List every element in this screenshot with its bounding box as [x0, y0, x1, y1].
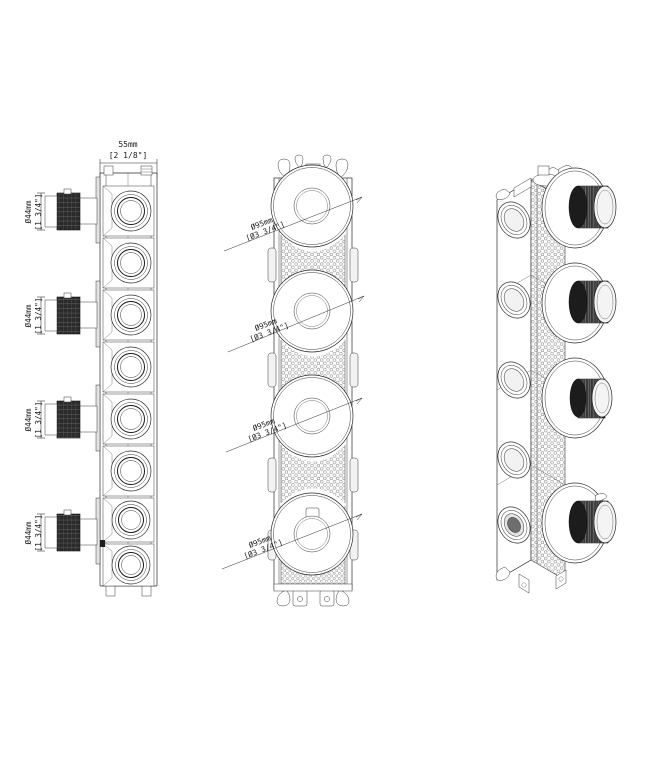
handle-diameter-imperial: [1 3/4"] — [34, 298, 43, 335]
iso-handle — [541, 482, 617, 564]
front-escutcheon-plate — [270, 164, 354, 248]
handle-diameter-imperial: [1 3/4"] — [34, 402, 43, 439]
iso-side-ports — [497, 201, 531, 544]
side-port — [102, 497, 155, 543]
iso-handle — [541, 262, 617, 344]
side-port — [102, 543, 155, 587]
front-escutcheon-plate — [270, 269, 354, 353]
handle-diameter-metric: Ø44mm — [24, 521, 33, 544]
iso-handle — [541, 357, 613, 439]
handle-diameter-metric: Ø44mm — [24, 200, 33, 223]
handle-diameter-dimension: Ø44mm [1 3/4"] — [24, 513, 45, 552]
handle-diameter-dimension: Ø44mm [1 3/4"] — [24, 296, 45, 335]
side-handle: Ø44mm [1 3/4"] — [24, 280, 101, 348]
handle-diameter-dimension: Ø44mm [1 3/4"] — [24, 400, 45, 439]
iso-view-group — [495, 165, 617, 594]
iso-bottom-feet — [495, 566, 567, 594]
side-view-group: 55mm [2 1/8"] — [24, 140, 158, 597]
handle-diameter-metric: Ø44mm — [24, 304, 33, 327]
width-dimension-metric: 55mm — [118, 140, 137, 149]
side-port — [102, 393, 155, 445]
handle-diameter-imperial: [1 3/4"] — [34, 515, 43, 552]
side-view-ports — [102, 185, 155, 587]
front-side-lugs — [267, 247, 359, 561]
side-port — [102, 289, 155, 341]
side-handle: Ø44mm [1 3/4"] — [24, 384, 101, 452]
side-port — [102, 445, 155, 497]
front-escutcheon-plate — [270, 492, 354, 576]
side-port — [102, 185, 155, 237]
handle-diameter-metric: Ø44mm — [24, 408, 33, 431]
front-view-group: Ø95mm [Ø3 3/4"] Ø95mm [Ø3 3/4"] Ø95mm [Ø… — [221, 154, 365, 607]
handle-diameter-imperial: [1 3/4"] — [34, 194, 43, 231]
side-port — [102, 237, 155, 289]
iso-handle — [541, 167, 617, 249]
side-port — [102, 341, 155, 393]
side-handle: Ø44mm [1 3/4"] — [24, 176, 101, 244]
front-escutcheon-plate — [270, 374, 354, 458]
front-bottom-feet — [273, 583, 353, 607]
handle-diameter-dimension: Ø44mm [1 3/4"] — [24, 192, 45, 231]
side-handle: Ø44mm [1 3/4"] — [24, 497, 105, 565]
width-dimension-imperial: [2 1/8"] — [109, 151, 148, 160]
